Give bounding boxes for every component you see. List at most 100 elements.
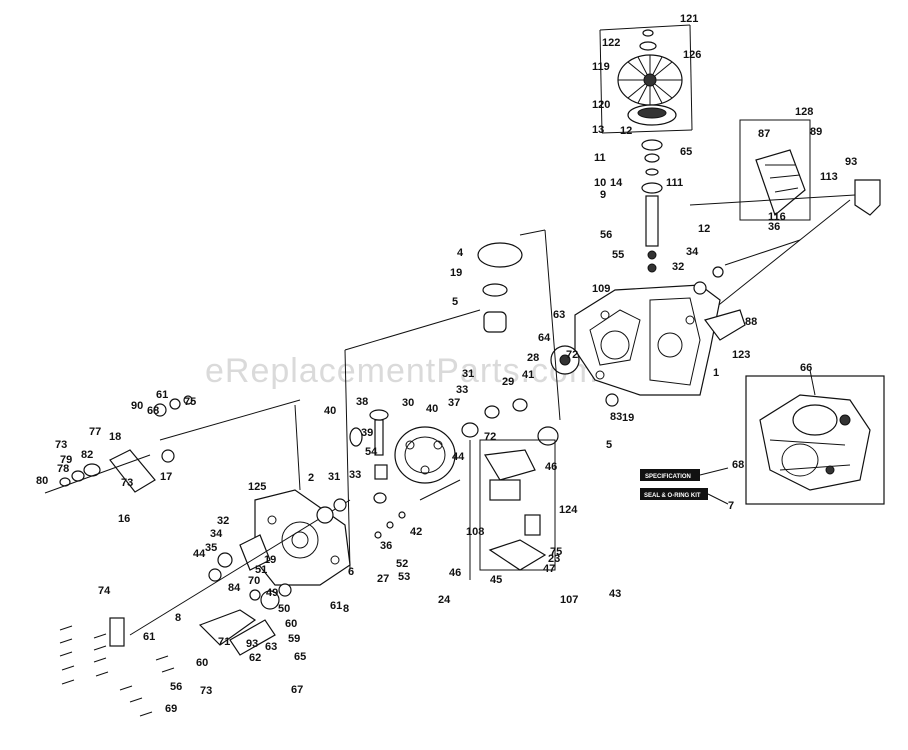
specification-decal-text: SPECIFICATION [645,474,691,480]
callout-12: 12 [698,223,710,235]
callout-52: 52 [396,558,408,570]
callout-83: 83 [610,411,622,423]
callout-72: 72 [566,349,578,361]
callout-2: 2 [308,472,314,484]
callout-38: 38 [356,396,368,408]
callout-79: 79 [60,454,72,466]
callout-44: 44 [452,451,465,463]
callout-113: 113 [820,171,838,183]
callout-8: 8 [343,603,349,615]
callout-31: 31 [328,471,340,483]
callout-65: 65 [680,146,692,158]
callout-72: 72 [484,431,496,443]
center-section-block [469,439,556,580]
callout-108: 108 [466,526,484,538]
callout-33: 33 [456,384,468,396]
callout-124: 124 [559,504,578,516]
callout-32: 32 [672,261,684,273]
callout-82: 82 [81,449,93,461]
callout-116: 116 [768,211,786,223]
callout-11: 11 [594,152,606,164]
callout-28: 28 [527,352,539,364]
callout-121: 121 [680,13,698,25]
callout-8: 8 [175,612,181,624]
callout-40: 40 [324,405,336,417]
callout-16: 16 [118,513,130,525]
callout-80: 80 [36,475,48,487]
callout-19: 19 [450,267,462,279]
callout-75: 75 [184,396,196,408]
callout-40: 40 [426,403,438,415]
callout-39: 39 [361,427,373,439]
callout-31: 31 [462,368,474,380]
callout-36: 36 [768,221,780,233]
callout-13: 13 [592,124,604,136]
callout-68: 68 [732,459,744,471]
callout-34: 34 [210,528,223,540]
callout-12: 12 [620,125,632,137]
callout-89: 89 [810,126,822,138]
control-linkage-assembly [59,583,292,717]
callout-61: 61 [156,389,168,401]
callout-14: 14 [610,177,623,189]
callout-70: 70 [248,575,260,587]
assembly-preview-inset [745,369,885,505]
callout-74: 74 [98,585,111,597]
callout-90: 90 [131,400,143,412]
callout-63: 63 [265,641,277,653]
callout-63: 63 [553,309,565,321]
callout-36: 36 [380,540,392,552]
callout-43: 43 [609,588,621,600]
callout-47: 47 [543,563,555,575]
callout-46: 46 [545,461,557,473]
callout-50: 50 [278,603,290,615]
callout-77: 77 [89,426,101,438]
callout-37: 37 [448,397,460,409]
callout-126: 126 [683,49,701,61]
callout-56: 56 [170,681,182,693]
callout-73: 73 [200,685,212,697]
callout-73: 73 [121,477,133,489]
seal-kit-decal-text: SEAL & O-RING KIT [644,493,701,499]
callout-44: 44 [193,548,206,560]
callout-64: 64 [538,332,551,344]
callout-55: 55 [612,249,624,261]
callout-93: 93 [845,156,857,168]
transaxle-main-housing [550,239,801,407]
callout-53: 53 [398,571,410,583]
callout-67: 67 [291,684,303,696]
callout-60: 60 [285,618,297,630]
callout-84: 84 [228,582,241,594]
brake-linkage-assembly [44,395,193,494]
callout-87: 87 [758,128,770,140]
callout-54: 54 [365,446,378,458]
callout-71: 71 [218,636,230,648]
callout-27: 27 [377,573,389,585]
callout-51: 51 [255,564,267,576]
callout-122: 122 [602,37,620,49]
callout-29: 29 [502,376,514,388]
callout-5: 5 [452,296,458,308]
callout-109: 109 [592,283,610,295]
callout-78: 78 [57,463,69,475]
callout-24: 24 [438,594,451,606]
callout-73: 73 [55,439,67,451]
callout-75: 75 [550,546,562,558]
callout-125: 125 [248,481,266,493]
cooling-fan-assembly [599,24,693,273]
callout-19: 19 [622,412,634,424]
specification-decal [640,469,700,481]
callout-66: 66 [800,362,812,374]
callout-33: 33 [349,469,361,481]
bypass-bracket-assembly [689,119,881,321]
watermark: eReplacementParts.com [205,352,598,390]
callout-49: 49 [266,587,278,599]
callout-61: 61 [330,600,342,612]
callout-32: 32 [217,515,229,527]
callout-111: 111 [666,177,683,189]
callout-42: 42 [410,526,422,538]
callout-18: 18 [109,431,121,443]
callout-128: 128 [795,106,813,118]
